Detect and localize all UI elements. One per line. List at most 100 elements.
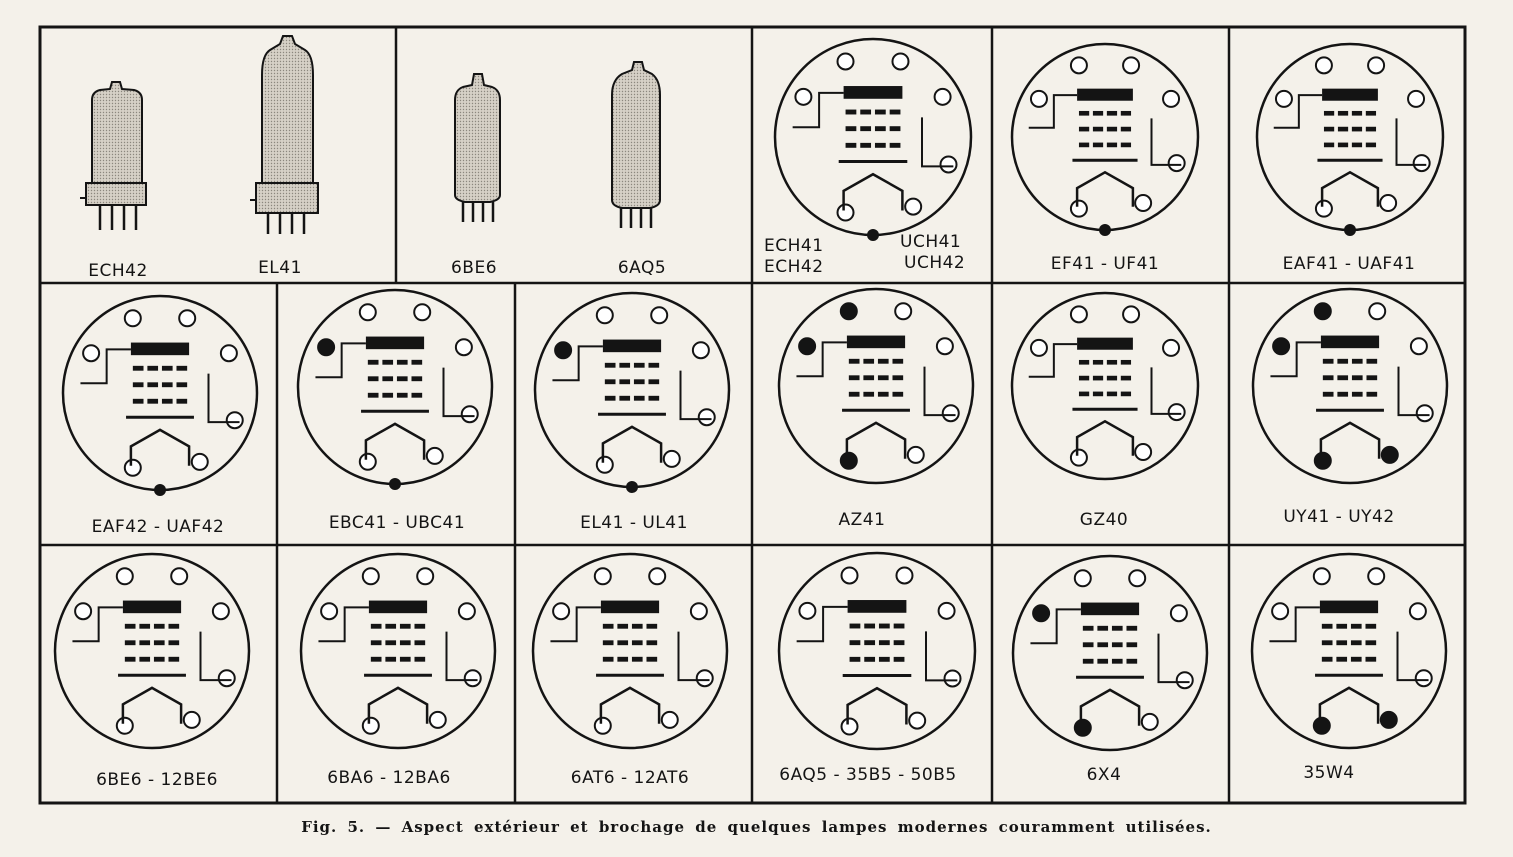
plate-electrode [130, 342, 190, 356]
grid-dash [1106, 126, 1118, 132]
pin [1414, 669, 1433, 688]
grid-dash [1106, 375, 1118, 381]
grid-dash [1078, 110, 1090, 116]
pin [425, 446, 444, 465]
lead [1397, 366, 1430, 417]
grid-dash [411, 376, 423, 382]
grid-dash [382, 392, 394, 398]
heater [1318, 686, 1380, 724]
grid-dash [1078, 126, 1090, 132]
heater [367, 686, 429, 724]
pinout-label: UCH42 [904, 253, 965, 273]
plate-electrode [368, 600, 428, 614]
pin [662, 449, 681, 468]
pin [1073, 569, 1092, 588]
grid-dash [1365, 142, 1377, 148]
pin [895, 566, 914, 585]
pinout-envelope [1011, 554, 1209, 752]
grid-dash [168, 656, 180, 662]
grid-dash [1097, 658, 1109, 664]
grid-dash [1322, 391, 1334, 397]
pin [1134, 194, 1153, 213]
pin [1271, 602, 1290, 621]
plate-electrode [846, 335, 906, 349]
grid-dash [139, 623, 151, 629]
lead [923, 366, 956, 417]
grid-dash [1337, 142, 1349, 148]
grid-dash [1097, 642, 1109, 648]
pin [170, 567, 189, 586]
heater [601, 425, 663, 463]
grid-dash [1106, 359, 1118, 365]
grid-dash [1351, 375, 1363, 381]
pin [836, 203, 855, 222]
lead [318, 606, 369, 643]
grid-dash [631, 623, 643, 629]
pinout-diagrams [53, 37, 1449, 752]
grid-dash [367, 392, 379, 398]
grid-dash [161, 365, 173, 371]
tube-label-el41: EL41 [258, 258, 302, 278]
plate-electrode [1322, 88, 1378, 101]
pinout-envelope [296, 288, 494, 486]
grid-dash [1092, 126, 1104, 132]
grid-dash [619, 395, 631, 401]
grid-dash [399, 640, 411, 646]
grid-dash [1351, 126, 1363, 132]
pin [1272, 337, 1291, 356]
pin [123, 309, 142, 328]
tube-outline-6be6 [454, 73, 501, 222]
grid-dash [414, 656, 426, 662]
pinout-label: EAF42 - UAF42 [92, 517, 225, 537]
grid-dash [1350, 640, 1362, 646]
key-mark [867, 229, 879, 241]
grid-dash [648, 362, 660, 368]
pin [1134, 443, 1153, 462]
pin [74, 602, 93, 621]
pinout-envelope [773, 37, 973, 237]
pin [1379, 194, 1398, 213]
pin [1162, 338, 1181, 357]
pin [1069, 305, 1088, 324]
pin [413, 303, 432, 322]
lead [552, 345, 603, 382]
tube-label-6be6: 6BE6 [451, 258, 497, 278]
grid-dash [646, 623, 658, 629]
plate-electrode [122, 600, 182, 614]
grid-dash [139, 640, 151, 646]
pin [689, 602, 708, 621]
grid-dash [176, 382, 188, 388]
pin [1415, 404, 1434, 423]
pinout-label: UY41 - UY42 [1283, 507, 1394, 527]
pin [839, 302, 858, 321]
pin [1312, 567, 1331, 586]
grid-dash [176, 365, 188, 371]
grid-dash [864, 656, 876, 662]
grid-dash [877, 375, 889, 381]
heater [1319, 421, 1381, 459]
pin [840, 717, 859, 736]
grid-dash [602, 656, 614, 662]
pin [695, 669, 714, 688]
grid-dash [874, 126, 886, 132]
grid-dash [892, 358, 904, 364]
lead [442, 367, 475, 418]
grid-dash [1120, 391, 1132, 397]
pin [217, 669, 236, 688]
lead [199, 631, 232, 682]
lead [445, 631, 478, 682]
heater [1075, 419, 1135, 456]
grid-dash [633, 379, 645, 385]
grid-dash [863, 375, 875, 381]
grid-dash [1323, 110, 1335, 116]
lead [1273, 94, 1323, 129]
pinout-label: EAF41 - UAF41 [1283, 254, 1416, 274]
key-mark [1099, 224, 1111, 236]
grid-dash [124, 623, 136, 629]
pinout-envelope [299, 552, 497, 750]
grid-dash [864, 623, 876, 629]
grid-dash [153, 656, 165, 662]
heater [1320, 170, 1380, 207]
pin [937, 601, 956, 620]
pinout-label: 6X4 [1087, 765, 1122, 785]
